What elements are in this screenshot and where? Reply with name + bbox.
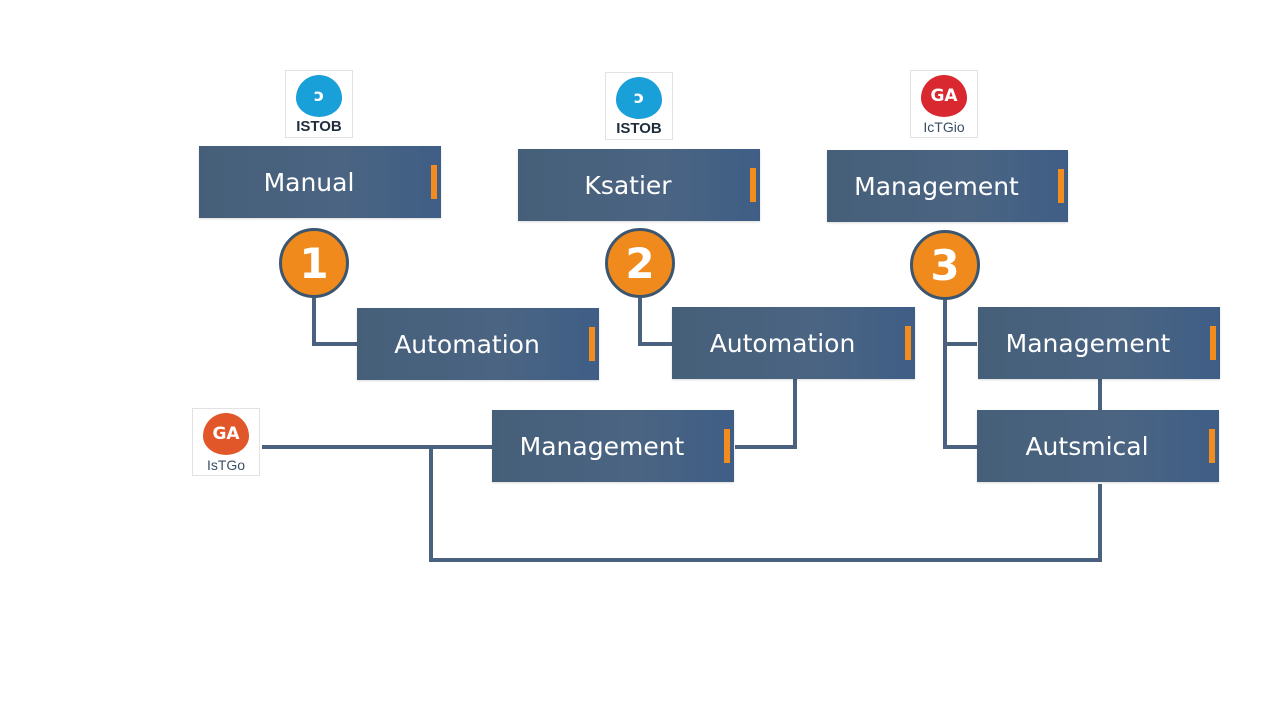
logo-emblem-icon: GA (203, 413, 249, 455)
logo-emblem-icon: GA (921, 75, 967, 117)
logo-caption: IsTGo (206, 457, 246, 473)
box-accent (589, 327, 595, 361)
box-accent (1210, 326, 1216, 360)
box-management-right: Management (978, 307, 1220, 379)
box-accent (1058, 169, 1064, 203)
connector-4 (943, 300, 977, 449)
box-label: Management (1005, 328, 1171, 358)
connector-2 (638, 298, 672, 346)
box-accent (750, 168, 756, 202)
logo-caption: ISTOB (296, 118, 342, 135)
box-label: Management (854, 171, 1019, 201)
box-label: Ksatier (584, 170, 672, 200)
logo-emblem-icon: ↄ (296, 75, 342, 117)
box-accent (1209, 429, 1215, 463)
logo-istob-1: ↄ ISTOB (285, 70, 353, 138)
box-automation-1: Automation (357, 308, 599, 380)
logo-emblem-icon: ↄ (616, 77, 662, 119)
box-ksatier: Ksatier (518, 149, 760, 221)
box-manual: Manual (199, 146, 441, 218)
step-badge-1: 1 (279, 228, 349, 298)
logo-caption: IcTGio (923, 119, 965, 135)
connector-3 (735, 378, 797, 449)
box-autsmical: Autsmical (977, 410, 1219, 482)
box-label: Manual (263, 167, 355, 197)
logo-istob-2: ↄ ISTOB (605, 72, 673, 140)
box-label: Automation (709, 328, 856, 358)
box-automation-2: Automation (672, 307, 915, 379)
box-management-top: Management (827, 150, 1068, 222)
box-accent (724, 429, 730, 463)
box-management-middle: Management (492, 410, 734, 482)
logo-caption: ISTOB (616, 120, 662, 137)
logo-ga-left: GA IsTGo (192, 408, 260, 476)
box-label: Automation (394, 329, 540, 359)
connector-8 (429, 447, 1102, 562)
box-label: Management (519, 431, 685, 461)
box-accent (905, 326, 911, 360)
box-accent (431, 165, 437, 199)
box-label: Autsmical (1025, 431, 1149, 461)
logo-ga-1: GA IcTGio (910, 70, 978, 138)
connector-1 (312, 298, 358, 346)
step-badge-3: 3 (910, 230, 980, 300)
step-badge-2: 2 (605, 228, 675, 298)
